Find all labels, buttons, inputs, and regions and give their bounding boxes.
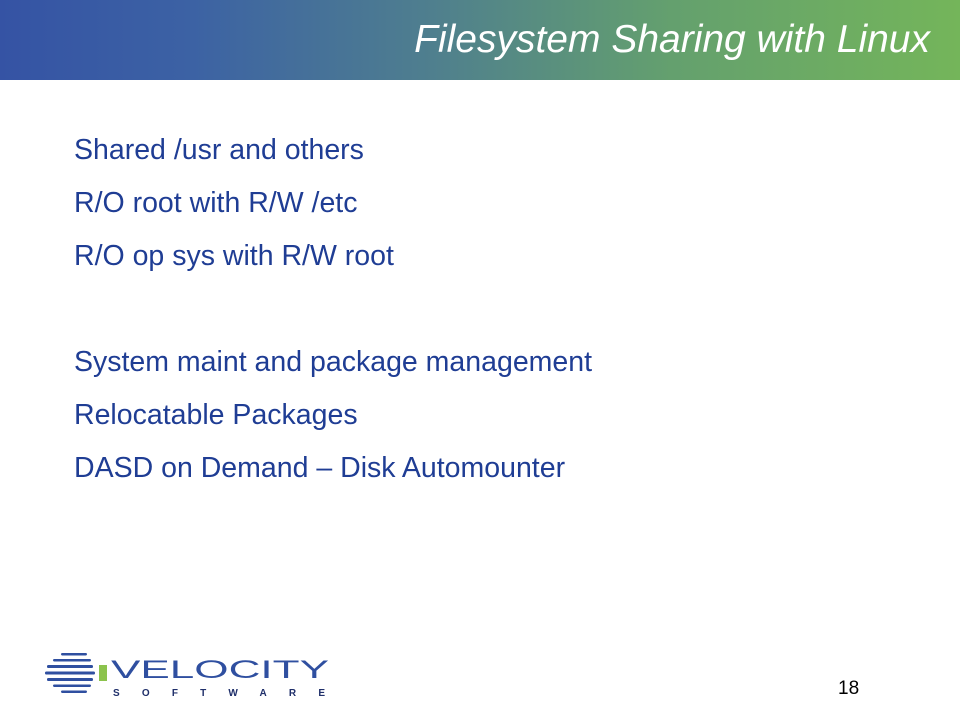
content-line: R/O op sys with R/W root: [74, 240, 394, 272]
content-line: Relocatable Packages: [74, 399, 358, 431]
content-line: DASD on Demand – Disk Automounter: [74, 452, 566, 484]
velocity-software-logo: VELOCITY SOFTWARE: [45, 653, 330, 699]
title-banner: Filesystem Sharing with Linux: [0, 0, 960, 80]
logo-word-top: VELOCITY: [111, 656, 330, 684]
slide-content: Shared /usr and others R/O root with R/W…: [74, 124, 914, 495]
page-number: 18: [838, 678, 860, 699]
spacer: [74, 283, 914, 336]
logo-word-bottom: SOFTWARE: [113, 688, 325, 699]
content-line: R/O root with R/W /etc: [74, 187, 358, 219]
content-line: System maint and package management: [74, 346, 593, 378]
speed-lines-icon: [45, 653, 95, 693]
logo-mark: [99, 665, 107, 681]
content-line: Shared /usr and others: [74, 134, 364, 166]
slide-title: Filesystem Sharing with Linux: [414, 18, 930, 61]
